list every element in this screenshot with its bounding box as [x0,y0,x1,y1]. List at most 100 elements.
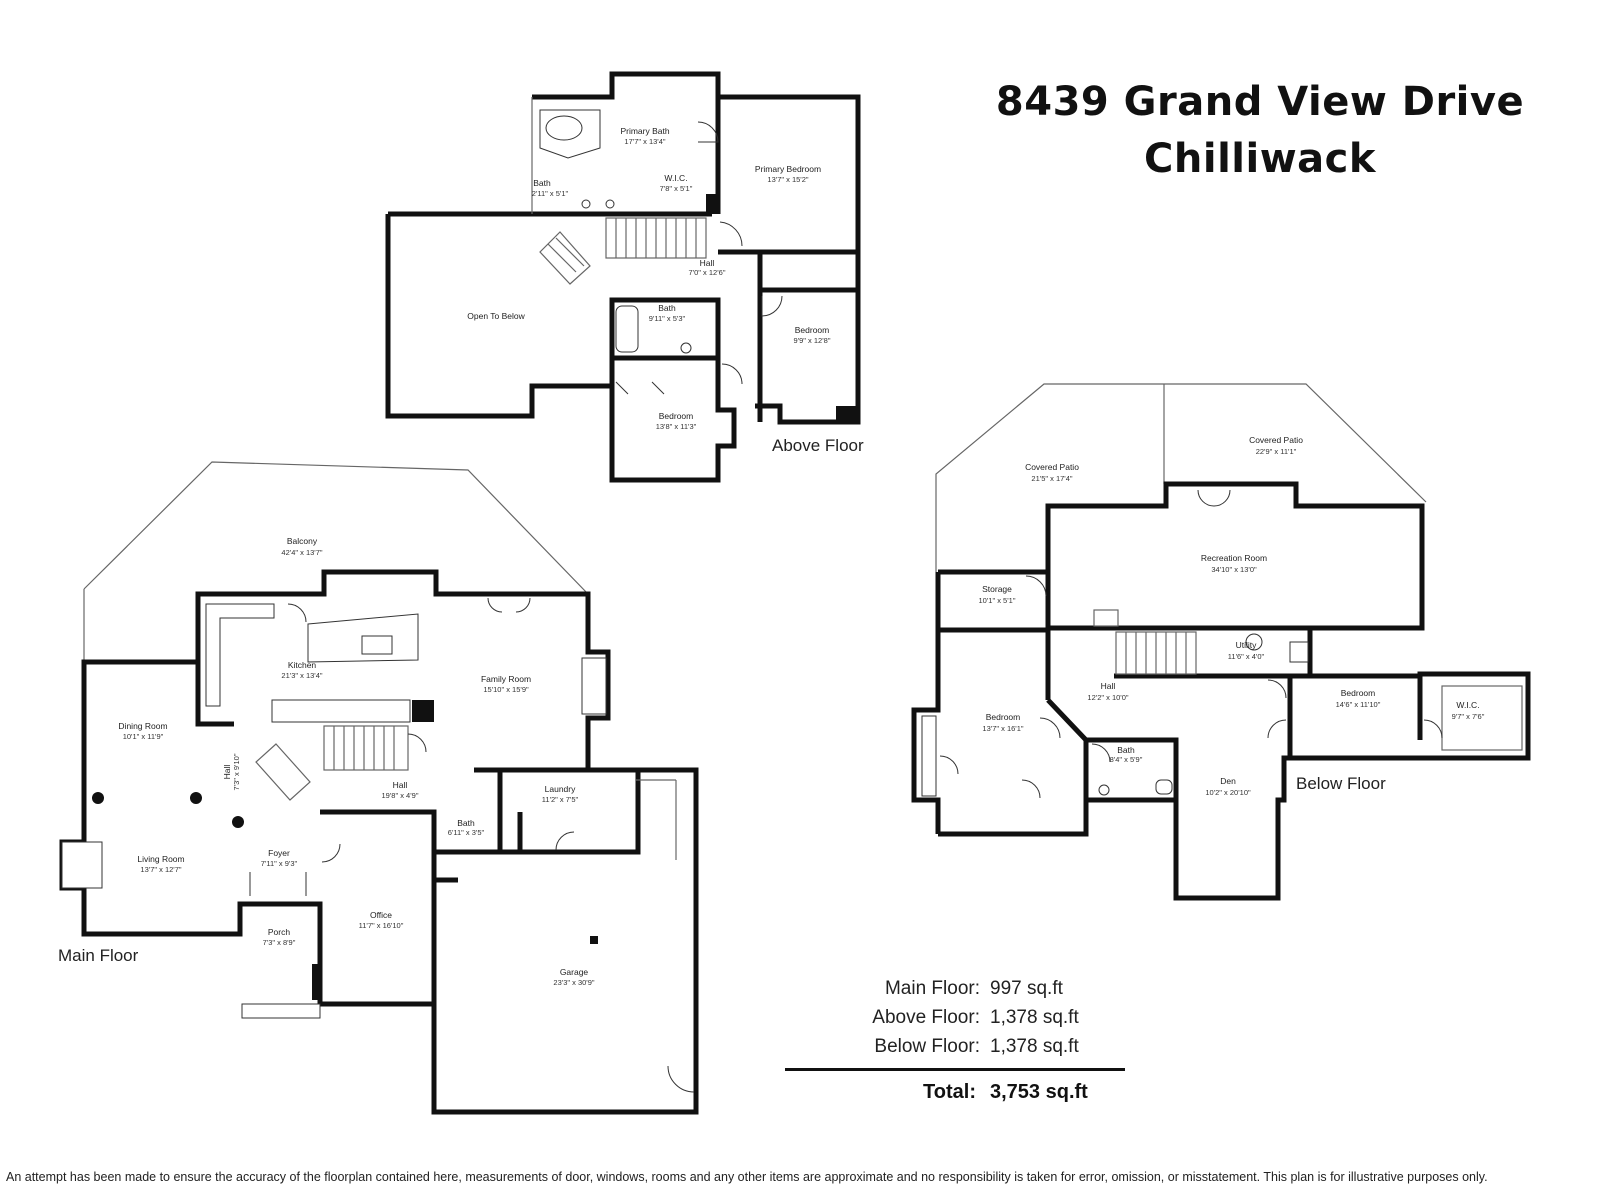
room-dims-label: 13'7" x 16'1" [982,724,1023,733]
wall [195,662,234,727]
door-icon [761,295,783,317]
room-name-label: Office [370,910,392,920]
stairs-icon [255,725,409,801]
area-value: 997 sq.ft [990,978,1063,999]
wall-upper-outline [532,71,861,425]
wall-office [320,809,437,1007]
door-icon [1267,719,1287,739]
room-name-label: Den [1220,776,1236,786]
fridge-icon [412,700,434,722]
room-dims-label: 7'11" x 9'3" [261,859,298,868]
room-name-label: Bedroom [659,411,694,421]
room-dims-label: 14'6" x 11'10" [1336,700,1381,709]
post-icon [92,792,104,804]
door-icon [719,221,743,247]
area-row-above: Above Floor: 1,378 sq.ft [780,1003,1090,1032]
room-name-label: Hall [700,258,715,268]
tub-icon [615,305,639,353]
room-dims-label: 9'9" x 12'8" [794,336,831,345]
wall-bath [1086,737,1179,800]
room-dims-label: 21'5" x 17'4" [1031,474,1072,483]
room-name-label: Garage [560,967,589,977]
counter-icon [271,699,411,723]
door-icon [939,755,959,775]
below-floor-label: Below Floor [1296,774,1386,793]
closet-shelf-icon [1441,685,1523,751]
stairs-icon [1093,609,1197,675]
post-icon [232,816,244,828]
area-row-main: Main Floor: 997 sq.ft [780,974,1090,1003]
sink-icon [1098,784,1110,796]
room-name-label: Laundry [545,784,576,794]
wall-laundry [434,770,641,855]
room-dims-label: 6'11" x 3'5" [448,828,485,837]
room-dims-label: 22'9" x 11'1" [1256,447,1297,456]
room-name-label: Bath [533,178,551,188]
door-icon [1267,679,1287,699]
total-label: Total: [923,1081,976,1103]
area-label: Below Floor: [874,1036,980,1057]
furnace-icon [1289,641,1309,663]
room-name-label: Open To Below [467,311,525,321]
room-dims-label: 7'3" x 8'9" [263,938,296,947]
disclaimer-text: An attempt has been made to ensure the a… [6,1170,1488,1184]
room-name-label: Bedroom [986,712,1021,722]
toilet-icon [1155,779,1173,795]
post-icon [190,792,202,804]
room-name-label: Hall [1101,681,1116,691]
main-floor-label: Main Floor [58,946,139,965]
room-name-label: Primary Bedroom [755,164,821,174]
room-name-label: Covered Patio [1249,435,1303,445]
room-name-label: Bath [658,303,676,313]
room-dims-label: 19'8" x 4'9" [382,791,419,800]
room-name-label: Primary Bath [620,126,669,136]
door-icon [407,733,427,753]
stairs-icon [539,217,707,285]
room-dims-label: 9'11" x 5'3" [649,314,686,323]
room-name-label: Porch [268,927,290,937]
door-icon [287,603,307,623]
patio-rail [935,383,1427,572]
sink-icon [680,342,692,354]
door-icon [487,597,531,613]
door-icon [1197,489,1231,507]
above-floor-plan: Primary Bath 17'7" x 13'4" W.I.C. 7'8" x… [385,71,861,483]
room-name-label: Kitchen [288,660,317,670]
room-name-label: Dining Room [118,721,167,731]
stove-icon [361,635,393,655]
closet-door-icon [615,381,665,395]
wall-below-outline [938,481,1531,901]
column [312,964,322,1000]
room-name-label: Family Room [481,674,531,684]
wall [1114,628,1313,679]
room-name-label: Bedroom [1341,688,1376,698]
room-dims-label: 23'3" x 30'9" [553,978,594,987]
area-value: 1,378 sq.ft [990,1007,1079,1028]
room-dims-label: 21'3" x 13'4" [281,671,322,680]
room-dims-label: 7'8" x 5'1" [660,184,693,193]
above-floor-label: Above Floor [772,436,864,455]
door-icon [321,843,341,863]
room-dims-label: 11'6" x 4'0" [1228,652,1265,661]
room-name-label: Hall [393,780,408,790]
door-icon [1091,743,1111,763]
tub-basin-icon [545,115,583,141]
door-icon [721,363,743,385]
area-row-below: Below Floor: 1,378 sq.ft [780,1032,1090,1061]
room-dims-label: 11'7" x 16'10" [359,921,404,930]
room-dims-label: 7'0" x 12'6" [689,268,726,277]
main-floor-plan: Balcony 42'4" x 13'7" Kitchen 21'3" x 13… [59,461,699,1115]
room-name-label: Covered Patio [1025,462,1079,472]
room-dims-label: 8'4" x 5'9" [1110,755,1143,764]
floor-area-summary: Main Floor: 997 sq.ft Above Floor: 1,378… [780,974,1090,1061]
room-name-label: W.I.C. [664,173,687,183]
room-name-label: Hall [222,765,232,780]
room-dims-label: 34'10" x 13'0" [1211,565,1257,574]
room-dims-label: 13'7" x 15'2" [767,175,808,184]
post-icon [590,936,598,944]
door-icon [249,872,307,896]
door-icon [1423,719,1443,739]
wall-bedroom [609,358,737,483]
room-name-label: Foyer [268,848,290,858]
